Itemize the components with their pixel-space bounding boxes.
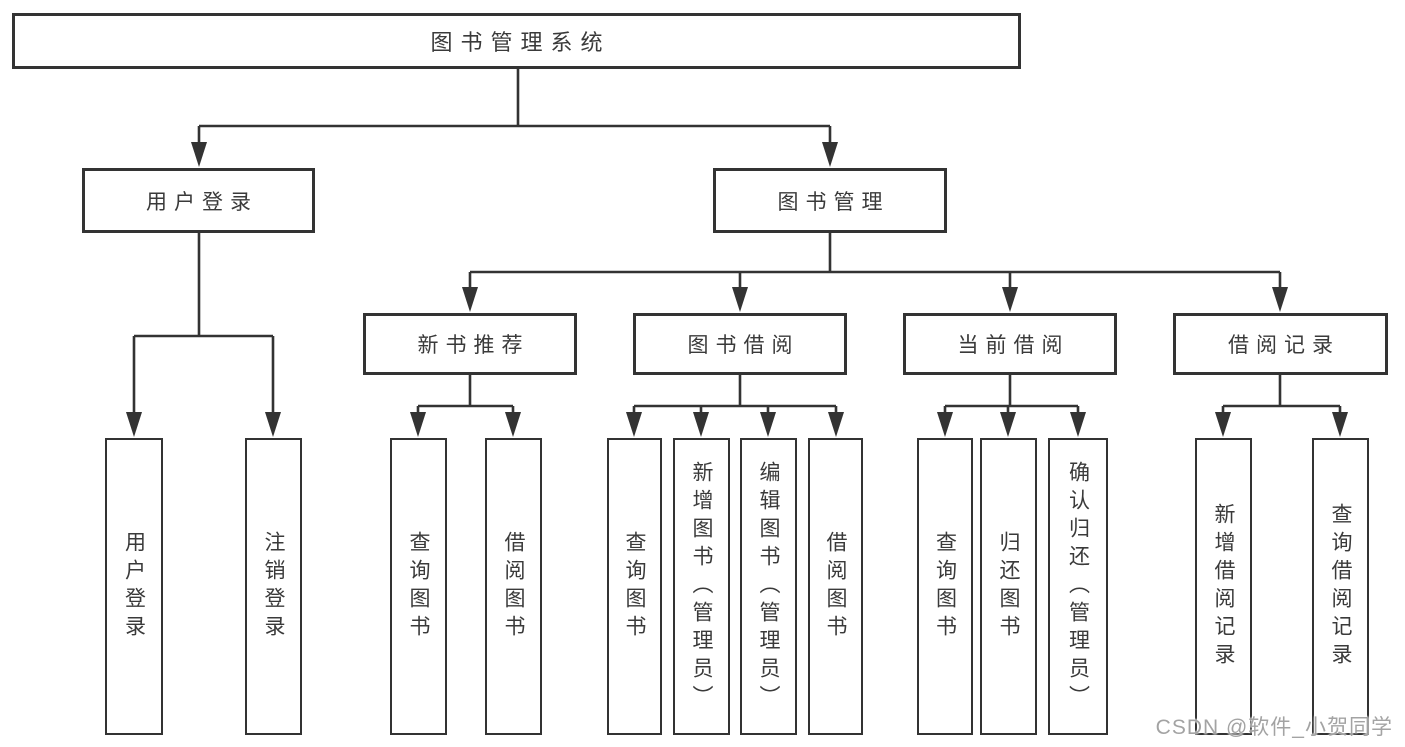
csdn-watermark: CSDN @软件_小贺同学: [1155, 716, 1393, 739]
node-book-management: 图书管理: [713, 168, 947, 233]
node-label: 查询图书: [933, 530, 957, 643]
node-label: 新增借阅记录: [1212, 502, 1235, 671]
leaf-edit-books-admin: 编辑图书（管理员）: [740, 438, 797, 735]
node-new-book-recommendation: 新书推荐: [363, 313, 577, 375]
node-label: 新书推荐: [417, 334, 530, 357]
node-label: 确认归还（管理员）: [1066, 460, 1090, 713]
node-library-management-system: 图书管理系统: [12, 13, 1021, 69]
leaf-add-borrow-record: 新增借阅记录: [1195, 438, 1252, 735]
node-label: 用户登录: [122, 530, 146, 643]
leaf-confirm-return-admin: 确认归还（管理员）: [1048, 438, 1108, 735]
leaf-query-books: 查询图书: [917, 438, 973, 735]
node-label: 借阅图书: [824, 530, 847, 643]
node-label: 图书借阅: [687, 334, 800, 357]
node-book-borrowing: 图书借阅: [633, 313, 847, 375]
node-label: 图书管理: [777, 190, 890, 214]
node-label: 注销登录: [262, 530, 285, 643]
node-label: 图书管理系统: [430, 30, 611, 55]
leaf-return-books: 归还图书: [980, 438, 1037, 735]
leaf-user-login: 用户登录: [105, 438, 163, 735]
node-label: 归还图书: [997, 530, 1020, 643]
node-label: 查询图书: [407, 530, 430, 643]
leaf-query-books: 查询图书: [607, 438, 662, 735]
leaf-borrow-books: 借阅图书: [808, 438, 863, 735]
node-current-borrowing: 当前借阅: [903, 313, 1117, 375]
node-label: 当前借阅: [957, 334, 1070, 357]
leaf-query-borrow-record: 查询借阅记录: [1312, 438, 1369, 735]
node-label: 编辑图书（管理员）: [757, 460, 780, 713]
node-label: 借阅图书: [502, 530, 525, 643]
node-label: 借阅记录: [1228, 334, 1340, 357]
node-label: 查询借阅记录: [1329, 502, 1352, 671]
leaf-query-books: 查询图书: [390, 438, 447, 735]
arrowhead-icons: [126, 142, 1348, 437]
leaf-add-books-admin: 新增图书（管理员）: [673, 438, 730, 735]
leaf-borrow-books: 借阅图书: [485, 438, 542, 735]
node-label: 查询图书: [623, 530, 646, 643]
node-label: 用户登录: [146, 190, 258, 214]
node-user-login: 用户登录: [82, 168, 315, 233]
node-label: 新增图书（管理员）: [690, 460, 713, 713]
leaf-logout: 注销登录: [245, 438, 302, 735]
node-borrowing-records: 借阅记录: [1173, 313, 1388, 375]
